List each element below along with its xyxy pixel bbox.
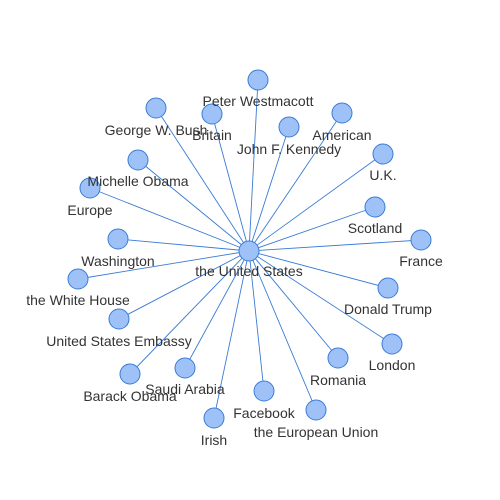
node-label-center: the United States [195,263,302,279]
node-france[interactable] [410,229,432,251]
node-label-barack-obama: Barack Obama [83,388,177,404]
edge-london [248,250,393,345]
edge-scotland [248,206,376,252]
node-michelle-obama[interactable] [127,149,149,171]
node-label-george-w-bush: George W. Bush [105,122,208,138]
node-irish[interactable] [203,407,225,429]
node-label-john-f-kennedy: John F. Kennedy [237,141,341,157]
edge-irish [213,250,250,419]
node-donald-trump[interactable] [377,277,399,299]
node-label-washington: Washington [81,253,154,269]
node-george-w-bush[interactable] [145,97,167,119]
node-label-european-union: the European Union [254,424,379,440]
node-label-britain: Britain [192,127,232,143]
node-white-house[interactable] [67,268,89,290]
edge-michelle-obama [137,159,250,252]
node-european-union[interactable] [305,399,327,421]
node-label-donald-trump: Donald Trump [344,301,432,317]
node-britain[interactable] [201,103,223,125]
node-saudi-arabia[interactable] [174,357,196,379]
node-layer [67,69,432,429]
node-label-american: American [312,127,371,143]
node-uk[interactable] [372,143,394,165]
node-barack-obama[interactable] [119,363,141,385]
node-romania[interactable] [327,347,349,369]
node-london[interactable] [381,333,403,355]
edge-barack-obama [129,250,250,375]
node-label-france: France [399,253,443,269]
edge-europe [89,187,250,252]
node-john-f-kennedy[interactable] [278,116,300,138]
edge-john-f-kennedy [248,126,290,252]
node-american[interactable] [331,102,353,124]
node-label-us-embassy: United States Embassy [46,333,192,349]
edge-france [248,239,422,252]
edge-layer [77,79,422,419]
edge-european-union [248,250,317,411]
edge-facebook [248,250,265,392]
edge-donald-trump [248,250,389,289]
node-label-white-house: the White House [26,292,130,308]
edge-uk [248,153,384,252]
edge-britain [211,113,250,252]
node-label-saudi-arabia: Saudi Arabia [145,381,225,397]
node-facebook[interactable] [253,380,275,402]
node-label-london: London [369,357,416,373]
edge-romania [248,250,339,359]
node-label-peter-westmacott: Peter Westmacott [202,93,313,109]
node-label-michelle-obama: Michelle Obama [87,173,188,189]
node-center[interactable] [238,240,260,262]
node-washington[interactable] [107,228,129,250]
edge-us-embassy [118,250,250,320]
node-label-irish: Irish [201,432,227,448]
node-us-embassy[interactable] [108,308,130,330]
node-peter-westmacott[interactable] [247,69,269,91]
edge-white-house [77,250,250,280]
node-label-facebook: Facebook [233,405,295,421]
edge-american [248,112,343,252]
node-europe[interactable] [79,177,101,199]
node-label-scotland: Scotland [348,220,402,236]
node-label-europe: Europe [67,202,112,218]
edge-washington [117,238,250,252]
node-label-romania: Romania [310,372,366,388]
edge-saudi-arabia [184,250,250,369]
node-scotland[interactable] [364,196,386,218]
node-label-uk: U.K. [369,167,396,183]
edge-george-w-bush [155,107,250,252]
edge-peter-westmacott [248,79,259,252]
